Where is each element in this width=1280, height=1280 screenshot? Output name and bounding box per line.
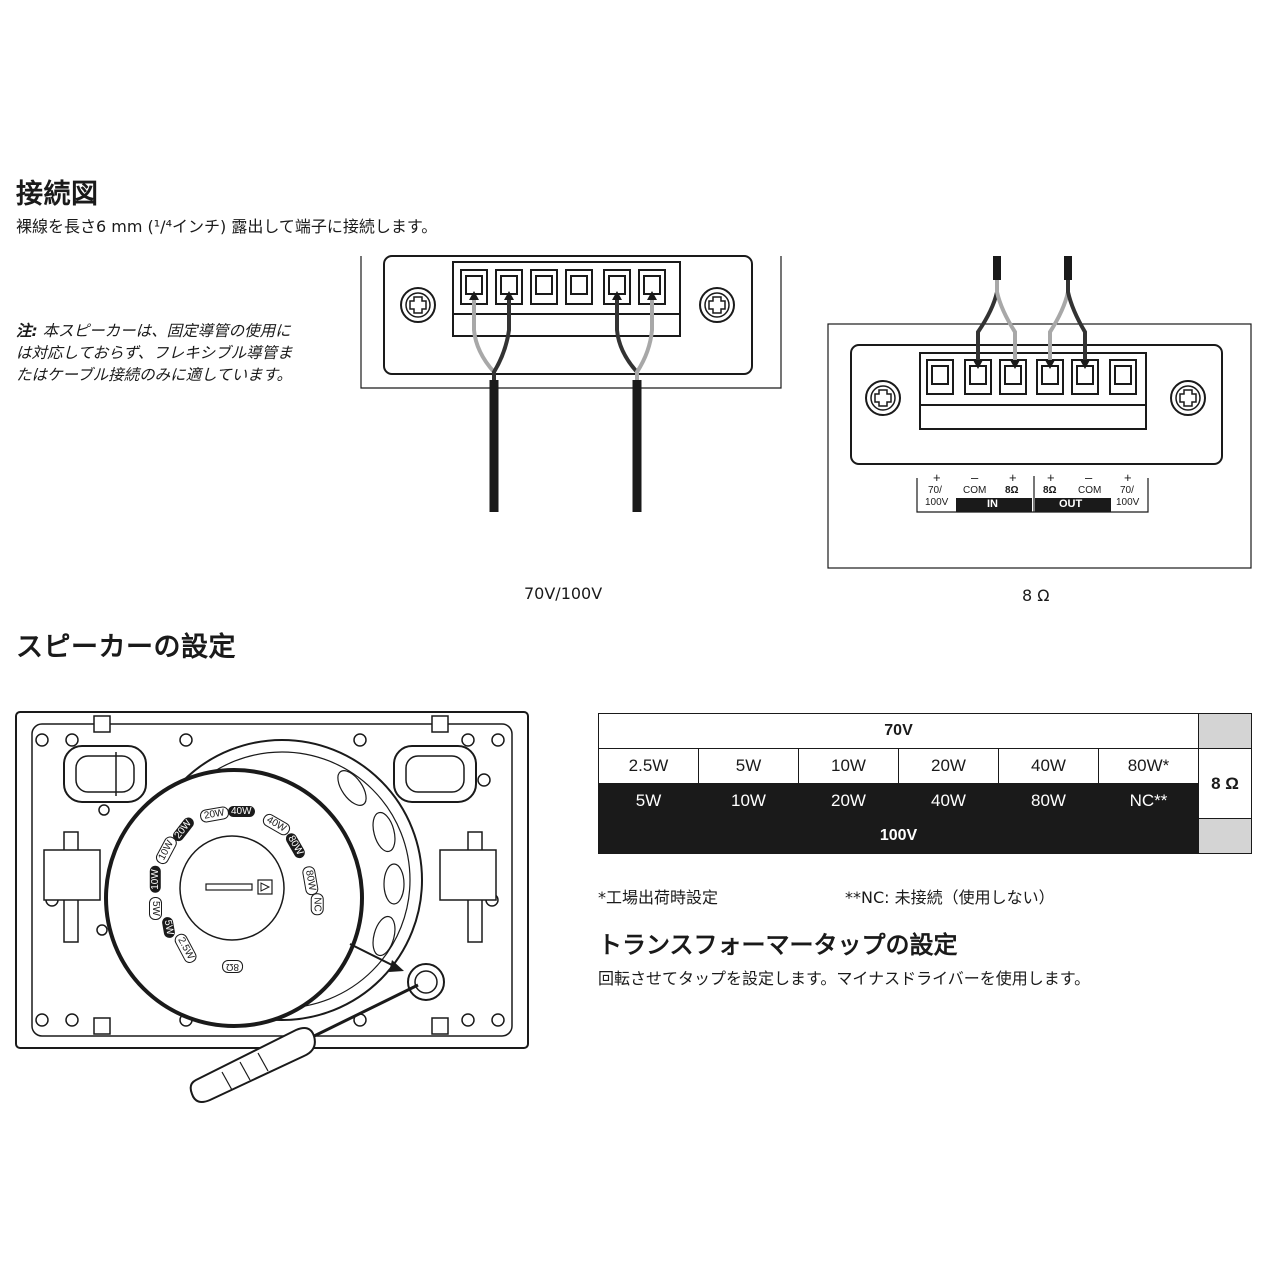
note-line-3: たはケーブル接続のみに適しています。	[16, 366, 293, 384]
note-label: 注:	[16, 322, 38, 340]
terminal-in-label: IN	[987, 498, 998, 510]
tap-70v-cell: 80W*	[1098, 748, 1199, 784]
tap-table-header-70v: 70V	[598, 713, 1199, 749]
terminal-plus: +	[1047, 470, 1055, 485]
terminal-8ohm: 8Ω	[1043, 485, 1057, 496]
connection-instruction: 裸線を長さ6 mm (¹/⁴インチ) 露出して端子に接続します。	[16, 217, 438, 236]
terminal-70v: 70/	[1120, 485, 1134, 496]
terminal-plus: +	[1124, 470, 1132, 485]
tap-table: 70V 2.5W 5W 10W 20W 40W 80W* 8 Ω 5W 10W …	[598, 713, 1252, 854]
footnote-nc: **NC: 未接続（使用しない）	[845, 888, 1055, 907]
screw-icon	[699, 287, 735, 323]
terminal-label-strip: + 70/ 100V – COM + 8Ω + 8Ω – COM + 70/ 1…	[916, 470, 1150, 514]
tap-70v-cell: 40W	[998, 748, 1099, 784]
screw-icon	[1170, 380, 1206, 416]
conduit-note: 注: 本スピーカーは、固定導管の使用に は対応しておらず、フレキシブル導管ま た…	[16, 320, 293, 386]
tap-70v-cell: 2.5W	[598, 748, 699, 784]
tap-70v-cell: 10W	[798, 748, 899, 784]
connection-title: 接続図	[16, 179, 99, 210]
note-line-2: は対応しておらず、フレキシブル導管ま	[16, 344, 293, 362]
terminal-plus: +	[1009, 470, 1017, 485]
tap-70v-cell: 20W	[898, 748, 999, 784]
terminal-minus: –	[1085, 470, 1093, 485]
tap-table-header-100v: 100V	[598, 818, 1199, 854]
terminal-70v: 70/	[928, 485, 942, 496]
transformer-tap-instruction: 回転させてタップを設定します。マイナスドライバーを使用します。	[598, 969, 1091, 988]
tap-100v-cell: 10W	[698, 783, 799, 819]
tap-100v-cell: NC**	[1098, 783, 1199, 819]
footnote-factory-default: *工場出荷時設定	[598, 888, 719, 907]
caption-70v-100v: 70V/100V	[524, 584, 603, 603]
terminal-100v: 100V	[925, 497, 949, 508]
terminal-100v: 100V	[1116, 497, 1140, 508]
tap-100v-cell: 20W	[798, 783, 899, 819]
screwdriver-icon	[189, 983, 419, 1103]
note-line-1: 本スピーカーは、固定導管の使用に	[42, 322, 291, 340]
terminal-8ohm: 8Ω	[1005, 485, 1019, 496]
tap-100v-cell: 40W	[898, 783, 999, 819]
tap-table-grey-cell	[1198, 818, 1252, 854]
tap-70v-cell: 5W	[698, 748, 799, 784]
speaker-settings-title: スピーカーの設定	[16, 632, 236, 663]
tap-100v-cell: 5W	[598, 783, 699, 819]
caption-8-ohm: 8 Ω	[1022, 586, 1050, 605]
transformer-tap-title: トランスフォーマータップの設定	[598, 931, 958, 959]
tap-table-8ohm: 8 Ω	[1198, 748, 1252, 819]
screw-icon	[865, 380, 901, 416]
terminal-out-label: OUT	[1059, 498, 1083, 510]
tap-100v-cell: 80W	[998, 783, 1099, 819]
terminal-com: COM	[963, 485, 987, 496]
terminal-plus: +	[933, 470, 941, 485]
screw-icon	[400, 287, 436, 323]
terminal-com: COM	[1078, 485, 1102, 496]
terminal-minus: –	[971, 470, 979, 485]
tap-table-grey-cell	[1198, 713, 1252, 749]
